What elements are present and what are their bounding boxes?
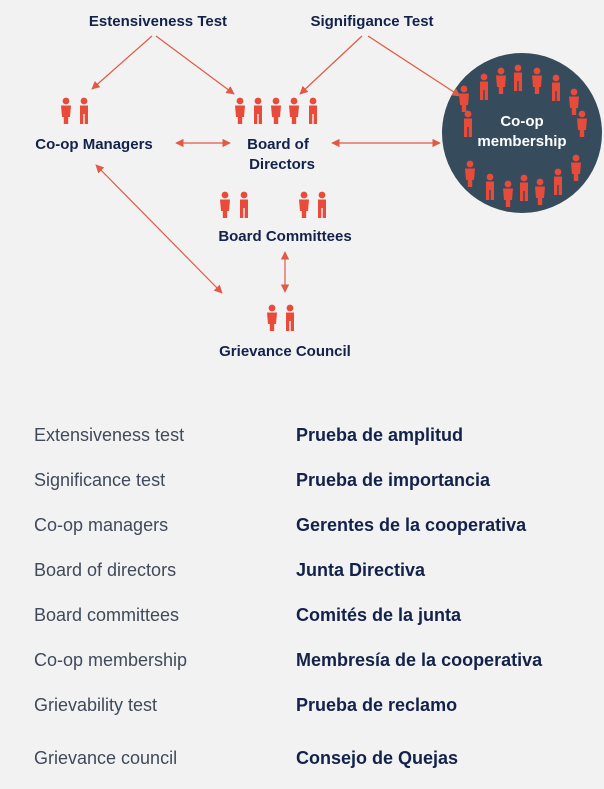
english-term: Co-op managers bbox=[34, 515, 169, 535]
glossary-row: Board of directors Junta Directiva bbox=[0, 555, 604, 585]
glossary-row: Co-op managers Gerentes de la cooperativ… bbox=[0, 510, 604, 540]
arrow-ext-to-managers bbox=[91, 35, 153, 90]
significance-test-label: Signifigance Test bbox=[310, 13, 433, 30]
extensiveness-test-label: Estensiveness Test bbox=[89, 13, 227, 30]
spanish-term: Comités de la junta bbox=[296, 605, 462, 625]
glossary-row: Grievability test Prueba de reclamo bbox=[0, 690, 604, 720]
arrow-sig-to-membership bbox=[367, 35, 461, 97]
arrow-managers-grievance bbox=[95, 164, 223, 294]
arrow-sig-to-board bbox=[299, 35, 363, 95]
board-committees-label: Board Committees bbox=[218, 228, 351, 245]
person-icon bbox=[286, 304, 294, 331]
coop-managers-label: Co-op Managers bbox=[35, 136, 153, 153]
spanish-term: Junta Directiva bbox=[296, 560, 426, 580]
person-icon bbox=[220, 191, 230, 218]
english-term: Significance test bbox=[34, 470, 166, 490]
person-icon bbox=[299, 191, 309, 218]
spanish-term: Consejo de Quejas bbox=[296, 748, 459, 768]
english-term: Grievance council bbox=[34, 748, 178, 768]
english-term: Board committees bbox=[34, 605, 180, 625]
glossary-row: Board committees Comités de la junta bbox=[0, 600, 604, 630]
grievance-council-label: Grievance Council bbox=[219, 343, 351, 360]
spanish-term: Membresía de la cooperativa bbox=[296, 650, 543, 670]
person-icon bbox=[235, 97, 245, 124]
person-icon bbox=[318, 191, 326, 218]
glossary-row: Co-op membership Membresía de la coopera… bbox=[0, 645, 604, 675]
english-term: Co-op membership bbox=[34, 650, 188, 670]
spanish-term: Gerentes de la cooperativa bbox=[296, 515, 527, 535]
spanish-term: Prueba de reclamo bbox=[296, 695, 458, 715]
governance-diagram: Estensiveness Test Signifigance Test Co-… bbox=[35, 13, 602, 360]
membership-label-line2: membership bbox=[477, 133, 566, 150]
english-term: Extensiveness test bbox=[34, 425, 185, 445]
person-icon bbox=[309, 97, 317, 124]
glossary-row: Significance test Prueba de importancia bbox=[0, 465, 604, 495]
spanish-term: Prueba de importancia bbox=[296, 470, 491, 490]
glossary-row: Grievance council Consejo de Quejas bbox=[0, 743, 604, 773]
english-term: Grievability test bbox=[34, 695, 158, 715]
person-icon bbox=[254, 97, 262, 124]
arrow-ext-to-board bbox=[155, 35, 235, 95]
person-icon bbox=[271, 97, 281, 124]
person-icon bbox=[61, 97, 71, 124]
spanish-term: Prueba de amplitud bbox=[296, 425, 464, 445]
membership-label-line1: Co-op bbox=[500, 113, 543, 130]
board-label-line1: Board of bbox=[247, 136, 310, 153]
person-icon bbox=[267, 304, 277, 331]
person-icon bbox=[289, 97, 299, 124]
person-icon bbox=[240, 191, 248, 218]
english-term: Board of directors bbox=[34, 560, 177, 580]
glossary-row: Extensiveness test Prueba de amplitud bbox=[0, 420, 604, 450]
board-label-line2: Directors bbox=[249, 156, 315, 173]
person-icon bbox=[80, 97, 88, 124]
